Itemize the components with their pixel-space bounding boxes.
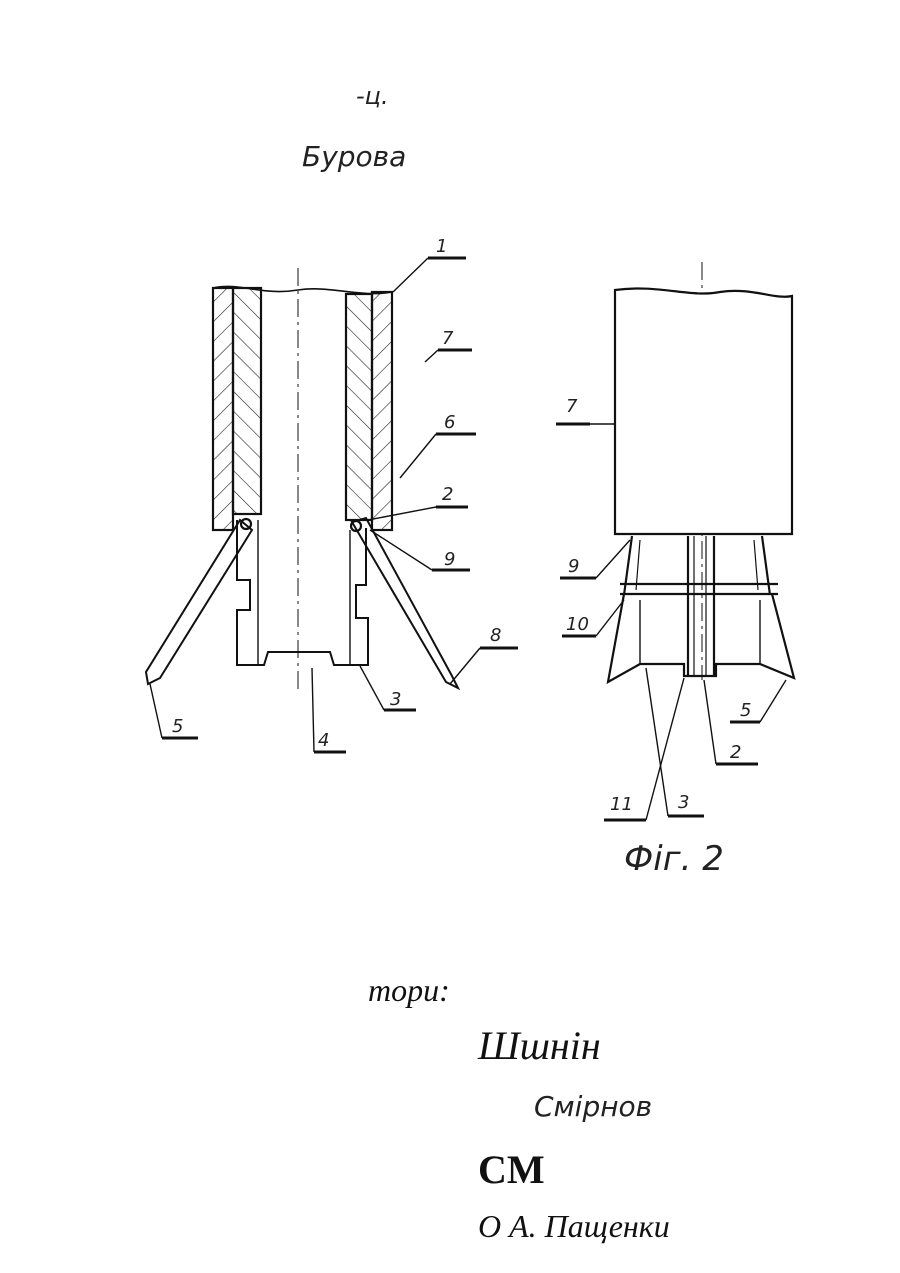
callout-2: 2 — [442, 484, 453, 505]
bit-body — [237, 520, 368, 665]
callout-3: 3 — [390, 689, 401, 710]
callout-3b: 3 — [678, 792, 689, 813]
callout-2b: 2 — [730, 742, 741, 763]
callout-5b: 5 — [740, 700, 751, 721]
author-name-2: Смірнов — [534, 1090, 652, 1123]
author-name-3: СМ — [478, 1146, 545, 1193]
callout-5: 5 — [172, 716, 183, 737]
left-outer-sleeve — [213, 288, 233, 530]
right-outer-sleeve — [372, 292, 392, 530]
callout-6: 6 — [444, 412, 455, 433]
callout-8: 8 — [490, 625, 501, 646]
callout-9b: 9 — [568, 556, 579, 577]
author-name-4: О А. Пащенки — [478, 1208, 670, 1245]
right-inner-wall — [346, 294, 372, 520]
callout-1: 1 — [436, 236, 447, 257]
callout-9: 9 — [444, 549, 455, 570]
lower-skirt — [608, 594, 794, 682]
author-name-1: Шшнін — [478, 1022, 601, 1069]
figure-2 — [556, 262, 794, 820]
figure-1 — [146, 258, 518, 752]
callout-7b: 7 — [566, 396, 578, 417]
callout-7: 7 — [442, 328, 454, 349]
callout-11: 11 — [610, 794, 633, 815]
authors-label: тори: — [368, 972, 450, 1009]
figure-2-caption: Фіг. 2 — [624, 839, 724, 879]
left-inner-wall — [233, 288, 261, 514]
callout-4: 4 — [318, 730, 329, 751]
body-housing — [615, 288, 792, 534]
callout-10: 10 — [566, 614, 589, 635]
